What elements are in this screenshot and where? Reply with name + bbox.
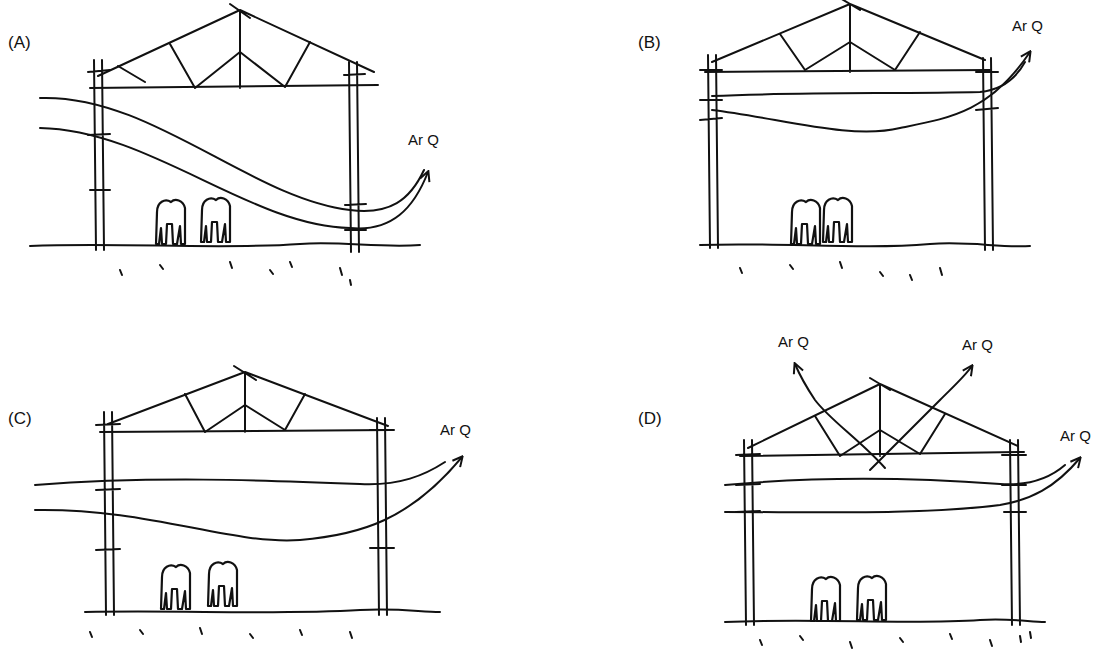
panel-letter: (C)	[8, 410, 32, 429]
panel-letter: (B)	[638, 34, 661, 53]
airflow-label: Ar Q	[1012, 18, 1043, 35]
airflow-label: Ar Q	[408, 132, 439, 149]
barn-b	[700, 0, 1030, 280]
airflow-label: Ar Q	[1060, 428, 1091, 445]
barn-a	[30, 4, 428, 285]
panel-letter: (D)	[638, 410, 662, 429]
panel-letter: (A)	[8, 34, 31, 53]
barn-c	[35, 366, 462, 638]
airflow-label: Ar Q	[778, 334, 809, 351]
airflow-label: Ar Q	[962, 337, 993, 354]
barn-d	[725, 364, 1080, 648]
airflow-label: Ar Q	[440, 422, 471, 439]
